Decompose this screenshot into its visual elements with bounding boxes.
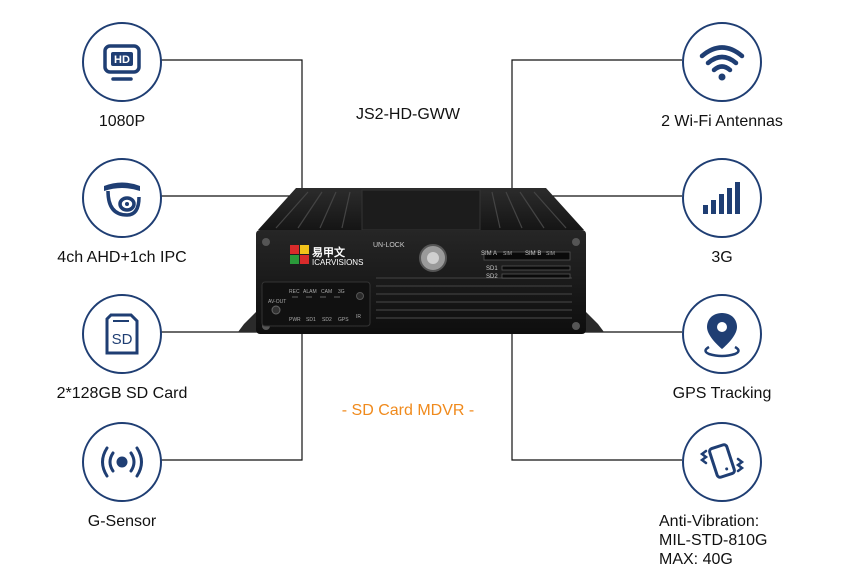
brand-english: ICARVISIONS (312, 258, 364, 267)
sim-a-tag: SIM (503, 251, 512, 257)
sim-a-label: SIM A (481, 251, 498, 257)
vibration-phone-icon (699, 443, 745, 479)
led-alam-label: ALAM (303, 289, 317, 295)
feature-label: 2*128GB SD Card (56, 385, 188, 402)
av-out-label: AV-OUT (268, 299, 287, 305)
sd1-label: SD1 (486, 266, 498, 272)
center-panel (361, 189, 481, 231)
unlock-label: UN-LOCK (373, 242, 405, 249)
ir-sensor (356, 292, 364, 300)
sd2-label: SD2 (486, 274, 498, 280)
feature-1080p: HD 1080P (37, 22, 207, 131)
feature-icon-circle (82, 158, 162, 238)
svg-text:SD: SD (112, 331, 133, 348)
vibration-label-line-1: Anti-Vibration: (659, 513, 760, 530)
screw-icon (572, 322, 580, 330)
connector-1080p (160, 59, 303, 195)
product-caption: - SD Card MDVR - (341, 402, 475, 419)
feature-label: 3G (711, 249, 733, 266)
dome-camera-icon (104, 182, 141, 217)
sim-slot[interactable] (483, 251, 571, 261)
feature-label: 4ch AHD+1ch IPC (57, 249, 187, 266)
brand-chinese: 易甲文 (312, 247, 345, 259)
feature-label: GPS Tracking (672, 385, 772, 402)
sensor-icon (101, 446, 143, 478)
feature-sd-card: SD 2*128GB SD Card (37, 294, 207, 403)
feature-icon-circle (682, 158, 762, 238)
feature-icon-circle (682, 422, 762, 502)
feature-label: 1080P (98, 113, 146, 130)
vibration-label-line-3: MAX: 40G (659, 551, 733, 568)
connector-wifi (511, 59, 682, 195)
feature-icon-circle (682, 294, 762, 374)
led-rec-label: REC (289, 289, 300, 295)
hd-icon: HD (103, 44, 141, 81)
sim-b-tag: SIM (546, 251, 555, 257)
signal-bars-icon (703, 182, 740, 214)
led-gps-label: GPS (338, 317, 349, 323)
feature-anti-vibration: Anti-Vibration: MIL-STD-810G MAX: 40G (637, 422, 807, 569)
brand-logo (290, 245, 309, 264)
screw-icon (262, 238, 270, 246)
sd1-slot[interactable] (501, 265, 571, 271)
feature-3g: 3G (637, 158, 807, 267)
feature-ahd-ipc: 4ch AHD+1ch IPC (37, 158, 207, 267)
feature-label-multiline: Anti-Vibration: MIL-STD-810G MAX: 40G (659, 512, 771, 569)
feature-wifi: 2 Wi-Fi Antennas (637, 22, 807, 131)
feature-g-sensor: G-Sensor (37, 422, 207, 531)
screw-icon (572, 238, 580, 246)
wifi-icon (699, 45, 745, 81)
feature-icon-circle: SD (82, 294, 162, 374)
led-3g-label: 3G (338, 289, 345, 295)
connector-vibration (511, 340, 682, 461)
av-out-port[interactable] (271, 305, 281, 315)
sd2-slot[interactable] (501, 273, 571, 279)
location-pin-icon (704, 313, 740, 358)
mdvr-device (238, 188, 604, 334)
vibration-label-line-2: MIL-STD-810G (659, 532, 768, 549)
mount-flange-right (582, 308, 604, 332)
led-sd2-label: SD2 (322, 317, 332, 323)
led-sd1-label: SD1 (306, 317, 316, 323)
mount-flange-left (238, 308, 260, 332)
led-pwr-label: PWR (289, 317, 301, 323)
led-cam-label: CAM (321, 289, 333, 295)
svg-text:HD: HD (114, 54, 130, 66)
feature-label: G-Sensor (87, 513, 157, 530)
feature-label: 2 Wi-Fi Antennas (661, 113, 783, 130)
feature-gps: GPS Tracking (637, 294, 807, 403)
model-name: JS2-HD-GWW (356, 106, 460, 123)
feature-icon-circle: HD (82, 22, 162, 102)
sim-b-label: SIM B (525, 251, 542, 257)
sd-card-icon: SD (105, 313, 139, 355)
ir-label: IR (356, 314, 361, 320)
feature-icon-circle (82, 422, 162, 502)
connector-gsensor (160, 340, 303, 461)
led-panel (261, 281, 371, 327)
feature-icon-circle (682, 22, 762, 102)
